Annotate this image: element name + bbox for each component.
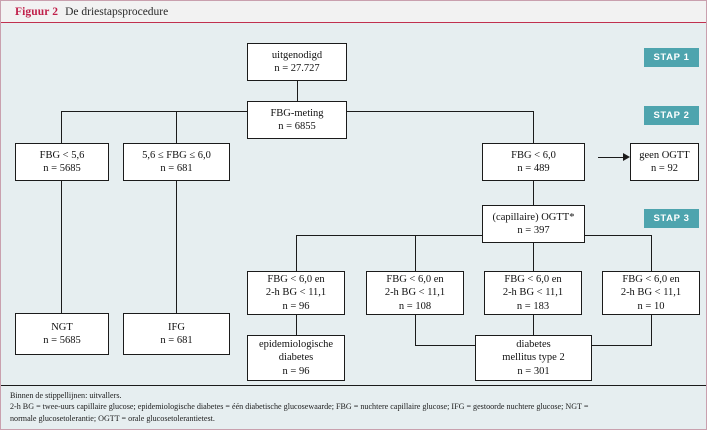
node-epi-diabetes-line2: diabetes xyxy=(278,352,314,364)
connector-ogtt-branch-b xyxy=(415,235,417,271)
node-dm2-line1: diabetes xyxy=(516,338,551,350)
node-ifg-line2: n = 681 xyxy=(160,335,193,346)
node-capillaire-ogtt: (capillaire) OGTT* n = 397 xyxy=(482,205,585,243)
node-epi-diabetes-line3: n = 96 xyxy=(282,365,310,377)
node-ogtt-result-a: FBG < 6,0 en 2-h BG < 11,1 n = 96 xyxy=(247,271,345,315)
node-ogtt-result-a-line2: 2-h BG < 11,1 xyxy=(265,287,327,299)
node-fbg-lt-60-line1: FBG < 6,0 xyxy=(511,149,556,161)
footnote-line-1: Binnen de stippellijnen: uitvallers. xyxy=(10,391,122,400)
node-ngt-line1: NGT xyxy=(51,321,73,333)
node-fbg-56-60-line2: n = 681 xyxy=(160,163,193,174)
step-badge-3: STAP 3 xyxy=(644,209,699,228)
node-fbg-meting-line2: n = 6855 xyxy=(278,121,316,132)
node-ogtt-result-d-line2: 2-h BG < 11,1 xyxy=(620,287,682,299)
node-geen-ogtt-line2: n = 92 xyxy=(651,163,678,174)
node-uitgenodigd: uitgenodigd n = 27.727 xyxy=(247,43,347,81)
node-ogtt-result-b: FBG < 6,0 en 2-h BG < 11,1 n = 108 xyxy=(366,271,464,315)
flowchart-canvas: uitgenodigd n = 27.727 FBG-meting n = 68… xyxy=(1,23,706,385)
connector-ogtt-branch-c xyxy=(533,231,535,271)
node-fbg-meting-line1: FBG-meting xyxy=(270,107,324,119)
figure-footnote: Binnen de stippellijnen: uitvallers. 2-h… xyxy=(1,385,706,429)
connector-bus-ogtt-left xyxy=(296,235,496,237)
node-fbg-56-60: 5,6 ≤ FBG ≤ 6,0 n = 681 xyxy=(123,143,230,181)
step-badge-2: STAP 2 xyxy=(644,106,699,125)
connector-bus-step2-right xyxy=(341,111,533,113)
figure-header: Figuur 2 De driestapsprocedure xyxy=(1,1,706,23)
node-dm2-line3: n = 301 xyxy=(517,365,550,377)
step-badge-1: STAP 1 xyxy=(644,48,699,67)
connector-fbglt60-to-ogtt xyxy=(533,171,535,205)
connector-bus-down-fbg5660 xyxy=(176,111,178,143)
footnote-line-2: 2-h BG = twee-uurs capillaire glucose; e… xyxy=(10,402,589,412)
node-geen-ogtt: geen OGTT n = 92 xyxy=(630,143,699,181)
connector-fbg5660-to-ifg xyxy=(176,171,178,313)
node-ogtt-result-d-line3: n = 10 xyxy=(637,300,665,312)
node-fbg-56-60-line1: 5,6 ≤ FBG ≤ 6,0 xyxy=(142,149,211,161)
node-capillaire-ogtt-line1: (capillaire) OGTT* xyxy=(492,211,575,223)
node-ngt: NGT n = 5685 xyxy=(15,313,109,355)
node-capillaire-ogtt-line2: n = 397 xyxy=(517,225,550,236)
node-fbg-lt-56-line2: n = 5685 xyxy=(43,163,81,174)
connector-ogttc-to-dm2 xyxy=(533,315,535,335)
connector-ogtta-to-epidiabetes xyxy=(296,315,298,335)
node-dm2-line2: mellitus type 2 xyxy=(502,352,565,364)
figure-title: De driestapsprocedure xyxy=(65,5,169,18)
node-ogtt-result-b-line2: 2-h BG < 11,1 xyxy=(384,287,446,299)
connector-bus-ogtt-right xyxy=(571,235,651,237)
node-ogtt-result-b-line3: n = 108 xyxy=(398,300,432,312)
connector-ogttd-down xyxy=(651,315,653,345)
node-fbg-lt-56-line1: FBG < 5,6 xyxy=(39,149,85,161)
node-fbg-lt-60: FBG < 6,0 n = 489 xyxy=(482,143,585,181)
connector-ogttb-down xyxy=(415,315,417,345)
connector-bus-down-fbglt60 xyxy=(533,111,535,143)
node-ogtt-result-c-line2: 2-h BG < 11,1 xyxy=(502,287,564,299)
node-ogtt-result-d: FBG < 6,0 en 2-h BG < 11,1 n = 10 xyxy=(602,271,700,315)
arrow-head-geen-ogtt xyxy=(623,153,630,161)
connector-bus-step2 xyxy=(61,111,297,113)
node-uitgenodigd-line1: uitgenodigd xyxy=(271,49,323,61)
node-epidemiologische-diabetes: epidemiologische diabetes n = 96 xyxy=(247,335,345,381)
connector-ogtt-branch-a xyxy=(296,235,298,271)
node-epi-diabetes-line1: epidemiologische xyxy=(258,338,334,350)
connector-ogttb-to-dm2 xyxy=(415,345,475,347)
node-ngt-line2: n = 5685 xyxy=(43,335,81,346)
connector-ogtt-branch-d xyxy=(651,235,653,271)
node-ogtt-result-a-line3: n = 96 xyxy=(282,300,310,312)
figure-label: Figuur 2 xyxy=(15,5,59,18)
connector-ogttd-to-dm2 xyxy=(591,345,652,347)
node-ifg: IFG n = 681 xyxy=(123,313,230,355)
node-fbg-meting: FBG-meting n = 6855 xyxy=(247,101,347,139)
node-ogtt-result-c-line3: n = 183 xyxy=(516,300,550,312)
connector-fbglt60-to-geenogtt xyxy=(598,157,624,159)
node-ifg-line1: IFG xyxy=(168,321,185,333)
node-ogtt-result-c-line1: FBG < 6,0 en xyxy=(504,273,562,285)
node-fbg-lt-56: FBG < 5,6 n = 5685 xyxy=(15,143,109,181)
node-ogtt-result-a-line1: FBG < 6,0 en xyxy=(267,273,325,285)
node-uitgenodigd-line2: n = 27.727 xyxy=(274,63,320,74)
node-ogtt-result-c: FBG < 6,0 en 2-h BG < 11,1 n = 183 xyxy=(484,271,582,315)
connector-fbglt56-to-ngt xyxy=(61,171,63,313)
node-ogtt-result-b-line1: FBG < 6,0 en xyxy=(386,273,444,285)
node-diabetes-mellitus-type-2: diabetes mellitus type 2 n = 301 xyxy=(475,335,592,381)
footnote-line-3: normale glucosetolerantie; OGTT = orale … xyxy=(10,413,215,423)
node-geen-ogtt-line1: geen OGTT xyxy=(639,149,690,161)
connector-bus-down-fbglt56 xyxy=(61,111,63,143)
node-ogtt-result-d-line1: FBG < 6,0 en xyxy=(622,273,680,285)
connector-invited-to-fbgmeting xyxy=(297,81,299,101)
node-fbg-lt-60-line2: n = 489 xyxy=(517,163,550,174)
